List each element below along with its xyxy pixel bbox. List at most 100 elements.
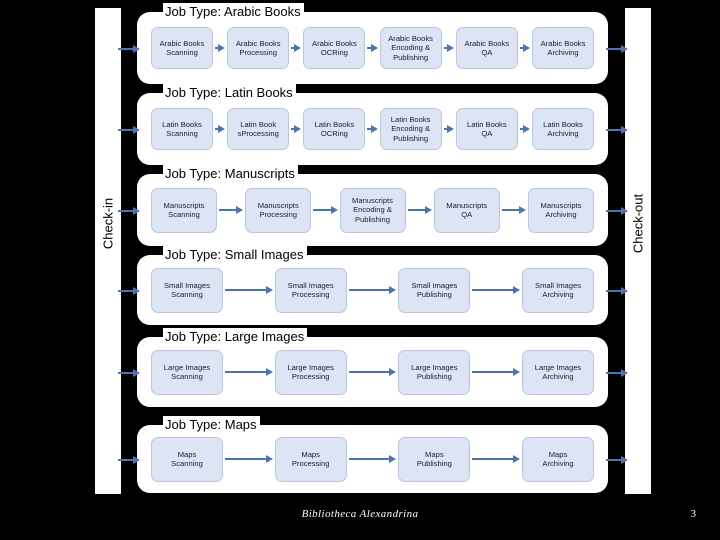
process-node-label: Publishing bbox=[416, 372, 452, 381]
process-node-label: Maps bbox=[548, 449, 568, 459]
check-in-feed-arrow-icon bbox=[118, 206, 140, 215]
flow-arrow-icon bbox=[225, 455, 273, 463]
flow-arrow-icon bbox=[472, 455, 520, 463]
process-node-label: Small Images bbox=[535, 280, 582, 290]
flow-arrow-icon bbox=[367, 44, 378, 52]
process-node-label: Publishing bbox=[416, 459, 452, 468]
process-node-label: Small Images bbox=[287, 280, 334, 290]
process-node-label: Arabic Books bbox=[388, 33, 433, 43]
flow-arrow-icon bbox=[367, 125, 378, 133]
flow-arrow-icon bbox=[519, 125, 531, 133]
process-node-label: Latin Books bbox=[390, 114, 431, 124]
flow-arrow-icon bbox=[348, 368, 397, 376]
process-node-label: Scanning bbox=[166, 129, 198, 138]
process-node-label: Archiving bbox=[542, 459, 574, 468]
swimlane-title: Job Type: Arabic Books bbox=[163, 3, 304, 20]
flow-arrow-icon bbox=[215, 125, 226, 133]
process-node-label: Manuscripts bbox=[257, 200, 299, 210]
process-node-label: Processing bbox=[239, 48, 277, 57]
flow-arrow-icon bbox=[225, 368, 273, 376]
process-node-label: Small Images bbox=[411, 280, 458, 290]
process-node-label: Encoding & bbox=[391, 43, 431, 53]
process-node-label: Processing bbox=[291, 372, 330, 381]
process-node-label: Processing bbox=[291, 290, 330, 299]
process-node-label: OCRing bbox=[320, 48, 348, 57]
check-out-feed-arrow-icon bbox=[606, 125, 628, 134]
process-node-label: Latin Books bbox=[466, 119, 507, 129]
process-node-label: Large Images bbox=[163, 362, 211, 372]
flow-arrow-icon bbox=[348, 455, 397, 463]
process-node-label: Arabic Books bbox=[235, 38, 281, 48]
swimlane-title: Job Type: Small Images bbox=[163, 246, 307, 263]
footer-page-number: 3 bbox=[690, 508, 697, 520]
process-node-label: Publishing bbox=[416, 290, 452, 299]
process-node-label: Archiving bbox=[547, 48, 579, 57]
flow-arrow-icon bbox=[472, 286, 520, 294]
check-out-feed-arrow-icon bbox=[606, 286, 628, 295]
process-node-label: Manuscripts bbox=[446, 200, 488, 210]
check-out-feed-arrow-icon bbox=[606, 44, 628, 53]
process-node-label: Publishing bbox=[393, 52, 429, 62]
process-node-label: Maps bbox=[425, 449, 444, 459]
check-out-label: Check-out bbox=[630, 193, 646, 254]
flow-arrow-icon bbox=[219, 206, 244, 214]
process-node-label: Latin Books bbox=[162, 119, 202, 129]
swimlane-title: Job Type: Latin Books bbox=[163, 84, 296, 101]
flow-arrow-icon bbox=[519, 44, 531, 52]
process-node-label: Manuscripts bbox=[540, 200, 582, 210]
process-node-label: Latin Book bbox=[240, 119, 277, 129]
flow-arrow-icon bbox=[291, 125, 302, 133]
process-node-label: Large Images bbox=[287, 362, 334, 372]
process-node-label: QA bbox=[481, 129, 493, 138]
flow-arrow-icon bbox=[443, 44, 455, 52]
swimlane-title: Job Type: Maps bbox=[163, 416, 260, 433]
flow-arrow-icon bbox=[501, 206, 527, 214]
flow-arrow-icon bbox=[291, 44, 302, 52]
process-node-label: Large Images bbox=[534, 362, 582, 372]
process-node-label: Archiving bbox=[545, 210, 577, 219]
check-out-feed-arrow-icon bbox=[606, 206, 628, 215]
process-node-label: Publishing bbox=[354, 214, 391, 224]
check-in-feed-arrow-icon bbox=[118, 455, 140, 464]
process-node-label: Latin Books bbox=[543, 119, 583, 129]
check-in-feed-arrow-icon bbox=[118, 125, 140, 134]
process-node-label: sProcessing bbox=[237, 129, 279, 138]
process-node-label: Archiving bbox=[542, 290, 574, 299]
